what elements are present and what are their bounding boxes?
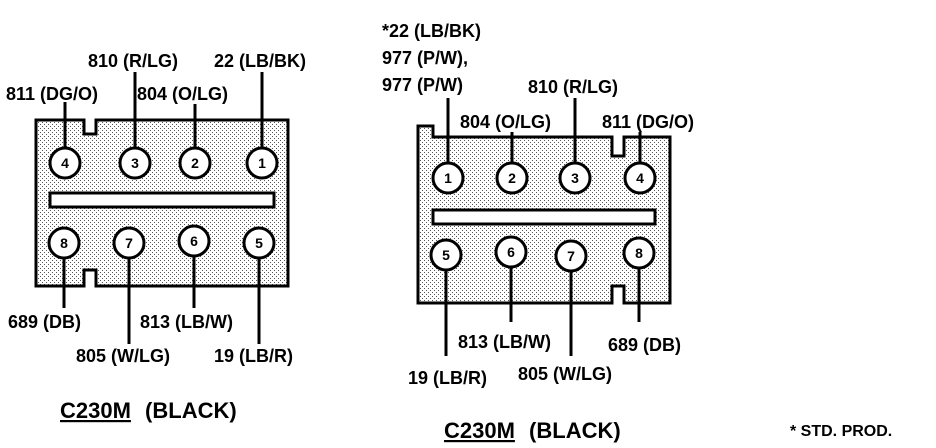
connector-right: 1 2 3 4 5 6 7 8	[382, 21, 694, 443]
pin-2: 2	[495, 161, 529, 195]
svg-text:4: 4	[636, 170, 644, 186]
svg-text:3: 3	[131, 155, 139, 171]
svg-text:2: 2	[191, 155, 199, 171]
label-pin-1-line3: 977 (P/W)	[382, 75, 463, 95]
label-pin-7: 805 (W/LG)	[518, 364, 612, 384]
connector-right-color: (BLACK)	[529, 418, 621, 443]
svg-text:1: 1	[258, 155, 266, 171]
svg-text:5: 5	[442, 247, 450, 263]
pin-2: 2	[178, 146, 212, 180]
label-pin-7: 805 (W/LG)	[76, 346, 170, 366]
label-pin-3: 810 (R/LG)	[528, 77, 618, 97]
pin-4: 4	[623, 161, 657, 195]
pin-3: 3	[558, 161, 592, 195]
label-pin-6: 813 (LB/W)	[140, 312, 233, 332]
label-pin-1-line2: 977 (P/W),	[382, 48, 468, 68]
svg-text:2: 2	[508, 170, 516, 186]
pin-5: 5	[242, 226, 276, 260]
connector-left-code: C230M	[60, 398, 131, 423]
label-pin-5: 19 (LB/R)	[408, 368, 487, 388]
pin-3: 3	[118, 146, 152, 180]
label-pin-2: 804 (O/LG)	[460, 112, 551, 132]
connector-left-title: C230M (BLACK)	[60, 398, 237, 423]
label-pin-5: 19 (LB/R)	[214, 346, 293, 366]
label-pin-3: 810 (R/LG)	[88, 51, 178, 71]
label-pin-8: 689 (DB)	[608, 335, 681, 355]
label-pin-1: 22 (LB/BK)	[214, 51, 306, 71]
pin-7: 7	[112, 226, 146, 260]
label-pin-4: 811 (DG/O)	[6, 84, 98, 104]
pin-1: 1	[245, 146, 279, 180]
label-pin-8: 689 (DB)	[8, 312, 81, 332]
pin-5: 5	[429, 238, 463, 272]
pin-4: 4	[48, 146, 82, 180]
pin-1: 1	[431, 161, 465, 195]
label-pin-1: *22 (LB/BK)	[382, 21, 481, 41]
pin-6: 6	[494, 235, 528, 269]
svg-text:3: 3	[571, 170, 579, 186]
svg-text:8: 8	[60, 235, 68, 251]
connector-left-color: (BLACK)	[145, 398, 237, 423]
leader-lines-right	[444, 98, 642, 356]
svg-text:1: 1	[444, 170, 452, 186]
svg-text:4: 4	[61, 155, 69, 171]
label-pin-4: 811 (DG/O)	[602, 112, 694, 132]
connector-left: 4 3 2 1 8 7 6 5	[6, 51, 306, 423]
label-pin-6: 813 (LB/W)	[458, 332, 551, 352]
pin-7: 7	[554, 239, 588, 273]
leader-lines-left	[62, 72, 264, 344]
connector-left-divider	[48, 191, 276, 209]
svg-text:7: 7	[567, 248, 575, 264]
pin-8: 8	[47, 226, 81, 260]
svg-text:5: 5	[255, 235, 263, 251]
connector-right-divider	[431, 208, 657, 226]
svg-text:7: 7	[125, 235, 133, 251]
pin-8: 8	[622, 236, 656, 270]
footnote: * STD. PROD.	[790, 423, 892, 440]
connector-right-title: C230M (BLACK)	[444, 418, 621, 443]
svg-text:6: 6	[507, 244, 515, 260]
svg-text:6: 6	[190, 233, 198, 249]
label-pin-2: 804 (O/LG)	[137, 84, 228, 104]
pin-6: 6	[177, 224, 211, 258]
connector-right-code: C230M	[444, 418, 515, 443]
svg-text:8: 8	[635, 245, 643, 261]
